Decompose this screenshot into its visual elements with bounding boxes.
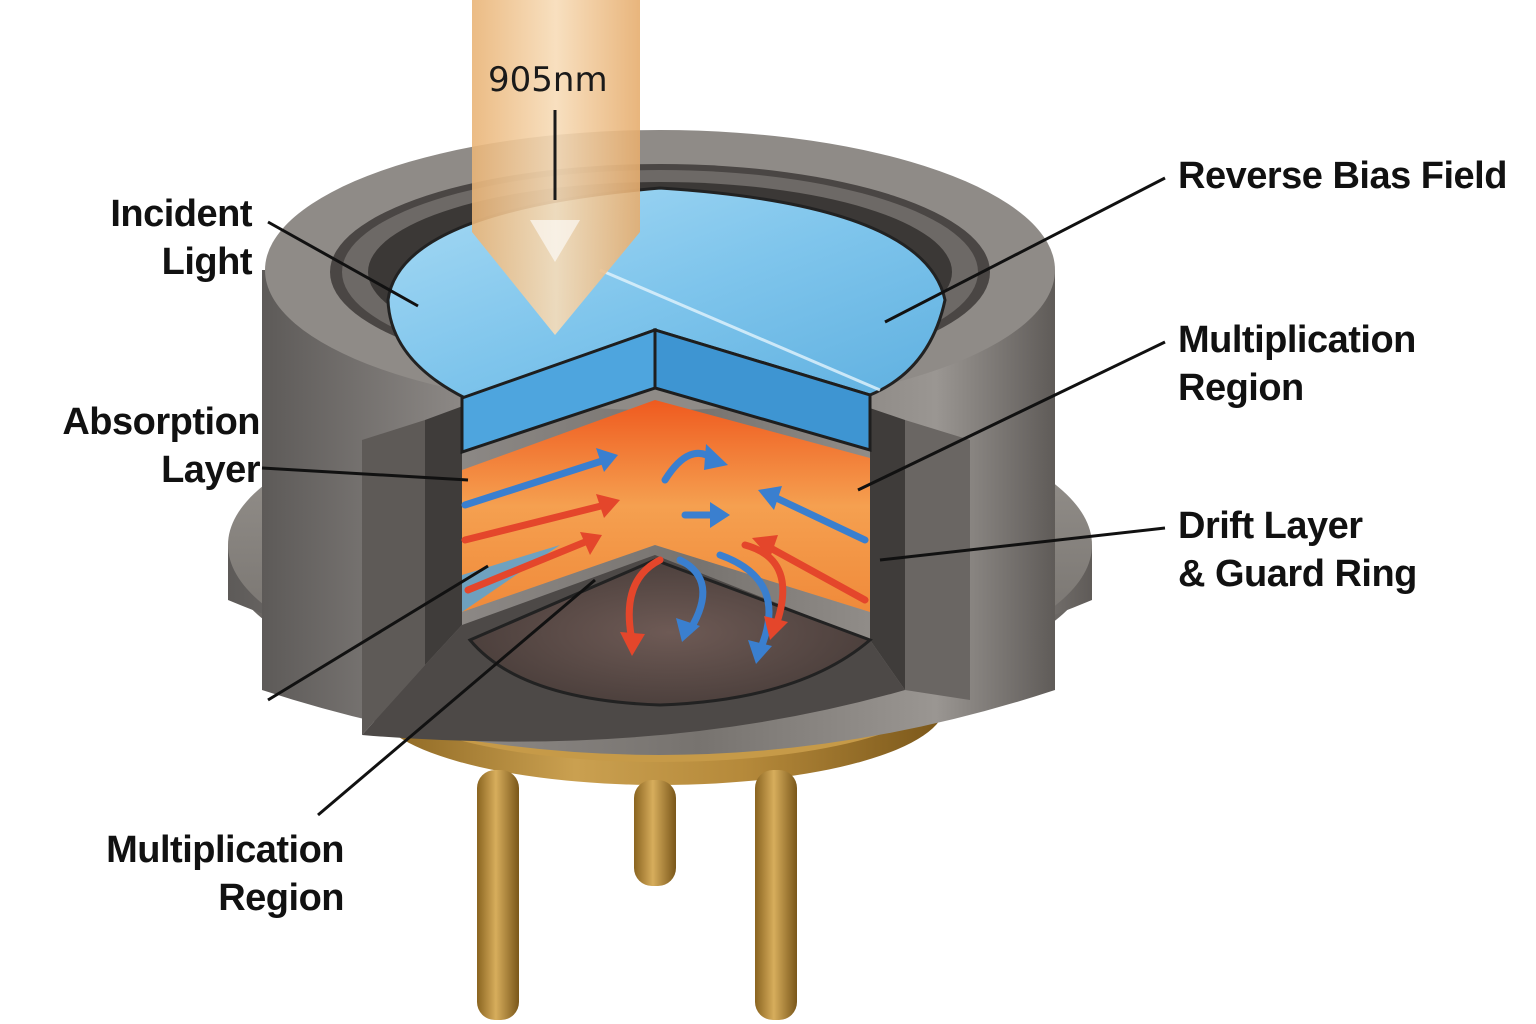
leader-multiplication-right (857, 340, 1166, 492)
wavelength-label: 905nm (488, 60, 608, 100)
header-pins (477, 770, 797, 1020)
leader-drift-layer (879, 526, 1166, 562)
leader-multiplication-left-b (317, 578, 596, 817)
leader-absorption-layer (261, 466, 469, 482)
carrier-arrows (461, 444, 869, 664)
label-multiplication-region-right: Multiplication Region (1178, 319, 1416, 409)
label-reverse-bias-field: Reverse Bias Field (1178, 155, 1507, 197)
label-multiplication-region-left: Multiplication Region (106, 829, 344, 919)
leader-multiplication-left-a (267, 564, 489, 702)
label-absorption-layer: Absorption Layer (62, 401, 260, 491)
incident-beam (472, 0, 640, 335)
leader-lines (261, 176, 1166, 817)
label-drift-layer-guard-ring: Drift Layer & Guard Ring (1178, 505, 1417, 595)
label-incident-light: Incident Light (110, 193, 252, 283)
leader-incident-light (267, 220, 419, 308)
leader-reverse-bias (884, 176, 1166, 324)
